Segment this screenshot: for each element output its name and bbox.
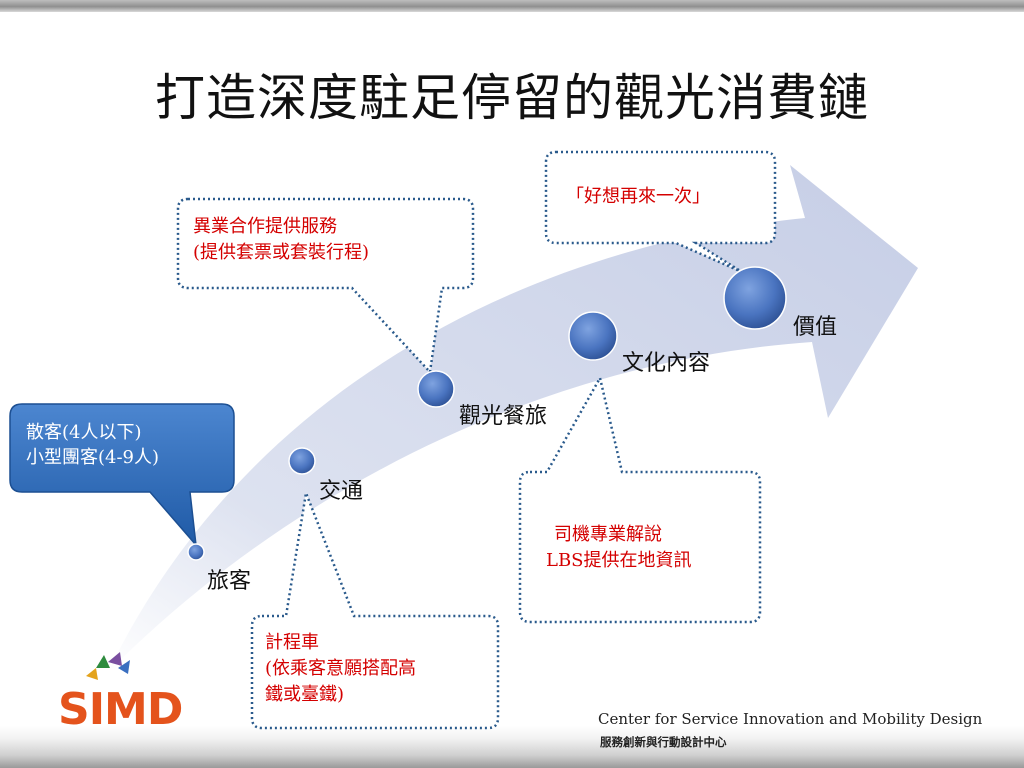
page-title: 打造深度駐足停留的觀光消費鏈 xyxy=(155,69,869,127)
callout-transport-line-3: 鐵或臺鐵) xyxy=(265,684,345,705)
callout-transport-text: 計程車 (依乘客意願搭配高 鐵或臺鐵) xyxy=(265,630,416,708)
tourist-type-line-1: 散客(4人以下) xyxy=(26,422,142,443)
stage-label-culture: 文化內容 xyxy=(622,351,711,376)
tourist-type-box xyxy=(9,403,235,548)
callout-culture-line-1: 司機專業解說 xyxy=(554,524,662,545)
node-culture xyxy=(568,311,618,361)
value-chain-arrow xyxy=(108,165,918,672)
bottom-band xyxy=(0,726,1024,768)
callout-culture-border xyxy=(518,374,762,624)
simd-logo-mark xyxy=(86,652,130,680)
center-name-zh: 服務創新與行動設計中心 xyxy=(600,735,727,749)
node-value xyxy=(723,266,787,330)
callout-value-border xyxy=(544,150,777,274)
callout-tour-line-1: 異業合作提供服務 xyxy=(193,216,337,237)
callout-culture-text: 司機專業解說 LBS提供在地資訊 xyxy=(546,522,692,574)
callout-tour-text: 異業合作提供服務 (提供套票或套裝行程) xyxy=(193,214,369,266)
node-tour xyxy=(417,370,455,408)
stage-label-value: 價值 xyxy=(793,315,838,340)
simd-logo: SIMD xyxy=(58,684,183,735)
callout-tour-line-2: (提供套票或套裝行程) xyxy=(193,242,370,263)
callout-culture-line-2: LBS提供在地資訊 xyxy=(546,550,692,571)
callout-tour-border xyxy=(176,197,475,375)
stage-label-transport: 交通 xyxy=(319,479,364,504)
callout-transport-border xyxy=(250,488,500,730)
node-tourist xyxy=(187,543,205,561)
callout-transport-line-2: (依乘客意願搭配高 xyxy=(265,658,417,679)
tourist-type-line-2: 小型團客(4-9人) xyxy=(26,447,160,468)
top-bar xyxy=(0,0,1024,12)
stage-label-tour: 觀光餐旅 xyxy=(459,404,548,429)
callout-value-line-1: 「好想再來一次」 xyxy=(566,186,710,207)
tourist-type-text: 散客(4人以下) 小型團客(4-9人) xyxy=(26,420,159,470)
center-name-en: Center for Service Innovation and Mobili… xyxy=(598,710,983,728)
node-transport xyxy=(288,447,316,475)
callout-transport-line-1: 計程車 xyxy=(265,632,319,653)
callout-value-text: 「好想再來一次」 xyxy=(566,184,710,210)
stage-label-tourist: 旅客 xyxy=(207,569,252,594)
